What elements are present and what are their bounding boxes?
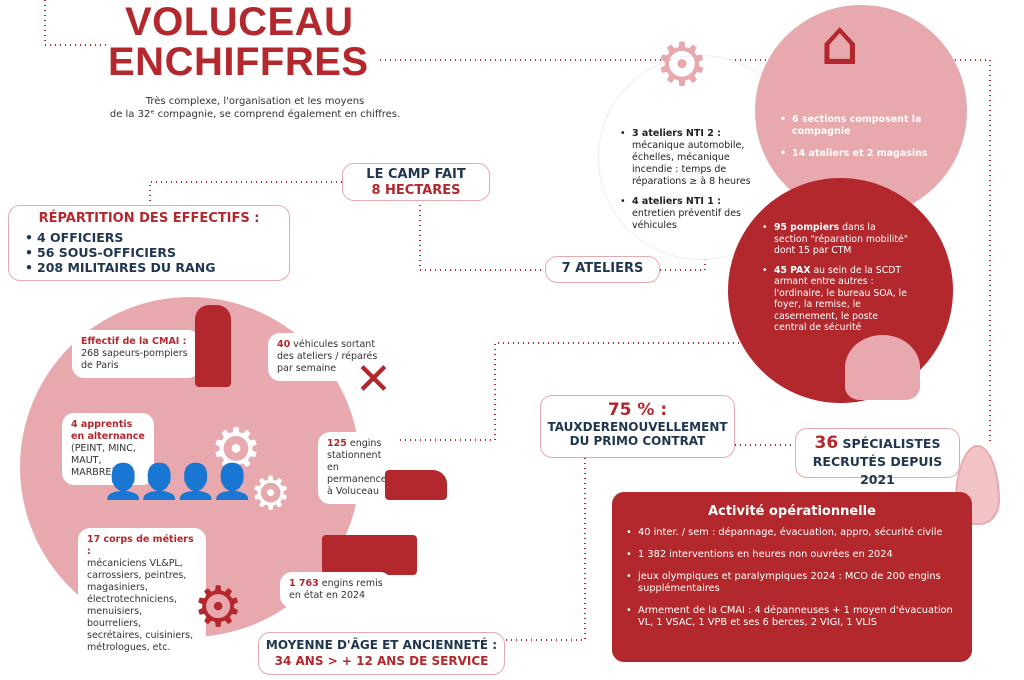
specialistes-box: 36 SPÉCIALISTES RECRUTÉS DEPUIS 2021 (795, 428, 960, 487)
remis-box: 1 763 engins remis en état en 2024 (280, 572, 392, 608)
nti2-label: 3 ateliers NTI 2 : (632, 128, 721, 139)
helmet-icon (845, 335, 920, 400)
subtitle-line1: Très complexe, l'organisation et les moy… (145, 96, 365, 107)
title-line2: ENCHIFFRES (108, 40, 369, 84)
sections-item: 14 ateliers et 2 magasins (778, 148, 948, 160)
repartition-item: 56 SOUS-OFFICIERS (23, 245, 275, 260)
specialistes-num: 36 (814, 433, 839, 453)
corps-text: mécaniciens VL&PL, carrossiers, peintres… (87, 558, 194, 653)
remis-text: engins remis en état en 2024 (289, 578, 383, 601)
apprentis-box: 4 apprentis en alternance(PEINT, MINC, M… (62, 413, 154, 485)
repartition-title: RÉPARTITION DES EFFECTIFS : (38, 211, 260, 226)
moyenne-line1: MOYENNE D'ÂGE ET ANCIENNETÉ : (265, 638, 498, 652)
engins-box: 125 engins stationnent en permanence à V… (318, 432, 400, 504)
corps-box: 17 corps de métiers :mécaniciens VL&PL, … (78, 528, 206, 660)
taux-pct: 75 % : (607, 400, 668, 420)
team-gear-icon: ⚙ (193, 575, 244, 640)
taux-line2: DU PRIMO CONTRAT (569, 434, 706, 448)
tire-wrench-icon: ⚙ (655, 30, 709, 100)
pompiers-count: 95 pompiers (774, 222, 840, 233)
nti1-text: entretien préventif des véhicules (632, 208, 741, 231)
moyenne-box: MOYENNE D'ÂGE ET ANCIENNETÉ : 34 ANS > + … (258, 632, 505, 675)
activite-title: Activité opérationnelle (708, 504, 876, 519)
specialistes-line1: SPÉCIALISTES (838, 436, 941, 451)
people-icon: 👤👤👤👤 (102, 462, 253, 502)
activite-item: 40 inter. / sem : dépannage, évacuation,… (624, 527, 960, 539)
pax-count: 45 PAX (774, 264, 811, 276)
moyenne-line2: 34 ANS > + 12 ANS DE SERVICE (274, 654, 489, 668)
fire-truck-icon (322, 535, 417, 575)
activite-item: 1 382 interventions en heures non ouvrée… (624, 549, 960, 561)
cmai-text: 268 sapeurs-pompiers de Paris (81, 348, 188, 371)
subtitle: Très complexe, l'organisation et les moy… (90, 95, 420, 121)
apprentis-label: 4 apprentis en alternance (71, 419, 145, 442)
house-icon: ⌂ (820, 6, 860, 79)
nti-list: 3 ateliers NTI 2 :mécanique automobile, … (618, 128, 768, 232)
engins-text: engins stationnent en permanence à Voluc… (327, 438, 387, 497)
wrenches-icon: ✕ (355, 354, 392, 405)
nti1-label: 4 ateliers NTI 1 : (632, 196, 721, 207)
camp-line2: 8 HECTARES (371, 183, 461, 198)
engins-count: 125 (327, 438, 347, 449)
gear-small-icon: ⚙ (250, 466, 292, 520)
pompiers-text: dans la section "réparation mobilité" do… (774, 222, 908, 256)
subtitle-line2: de la 32ᵉ compagnie, se comprend égaleme… (109, 109, 401, 120)
specialistes-line2: RECRUTÉS DEPUIS 2021 (812, 454, 943, 487)
activite-box: Activité opérationnelle 40 inter. / sem … (612, 492, 972, 662)
sections-list: 6 sections composent la compagnie 14 ate… (778, 114, 948, 160)
vehicules-box: 40 véhicules sortant des ateliers / répa… (268, 333, 388, 381)
van-icon (385, 470, 447, 500)
apprentis-text: (PEINT, MINC, MAUT, MARBRE) (71, 443, 136, 478)
activite-item: jeux olympiques et paralympiques 2024 : … (624, 571, 960, 595)
firefighter-icon (195, 305, 231, 387)
cmai-label: Effectif de la CMAI : (81, 336, 187, 347)
ateliers-box: 7 ATELIERS (545, 256, 660, 283)
corps-label: 17 corps de métiers : (87, 534, 194, 557)
pompiers-list: 95 pompiers dans la section "réparation … (760, 222, 910, 334)
repartition-box: RÉPARTITION DES EFFECTIFS : 4 OFFICIERS5… (8, 205, 290, 281)
remis-count: 1 763 (289, 578, 319, 589)
camp-line1: LE CAMP FAIT (366, 167, 466, 182)
taux-line1: TAUXDERENOUVELLEMENT (547, 420, 728, 434)
repartition-item: 208 MILITAIRES DU RANG (23, 260, 275, 275)
repartition-item: 4 OFFICIERS (23, 230, 275, 245)
vehicules-count: 40 (277, 339, 291, 350)
activite-item: Armement de la CMAI : 4 dépanneuses + 1 … (624, 605, 960, 629)
nti2-text: mécanique automobile, échelles, mécaniqu… (632, 140, 751, 187)
vehicules-text: véhicules sortant des ateliers / réparés… (277, 339, 378, 374)
cmai-box: Effectif de la CMAI :268 sapeurs-pompier… (72, 330, 200, 378)
gear-icon: ⚙ (210, 415, 262, 483)
sections-item: 6 sections composent la compagnie (778, 114, 948, 138)
pax-text: au sein de la SCDT armant entre autres :… (774, 264, 907, 334)
title-line1: VOLUCEAU (125, 0, 354, 44)
